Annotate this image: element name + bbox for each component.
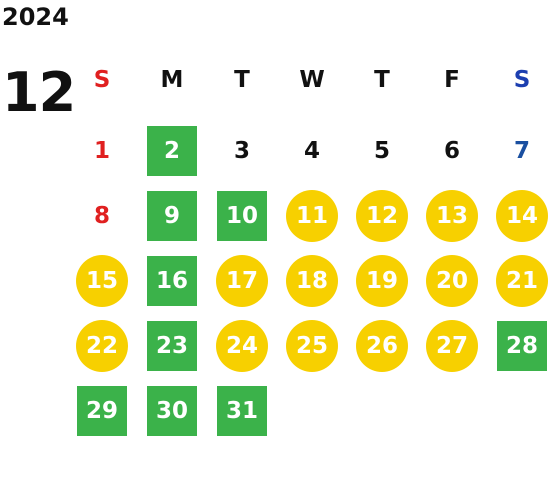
calendar-day[interactable]: 8 [93,203,110,229]
calendar-day[interactable]: 13 [426,190,478,242]
calendar-day[interactable]: 17 [216,255,268,307]
weekday-header: W [299,67,325,93]
calendar-day[interactable]: 11 [286,190,338,242]
calendar-day[interactable]: 15 [76,255,128,307]
calendar-day[interactable]: 20 [426,255,478,307]
calendar-day[interactable]: 31 [217,386,267,436]
calendar-day[interactable]: 3 [233,138,250,164]
calendar-day[interactable]: 6 [443,138,460,164]
weekday-header: F [444,67,460,93]
calendar-day[interactable]: 27 [426,320,478,372]
calendar-day[interactable]: 19 [356,255,408,307]
year-label: 2024 [2,3,69,31]
calendar-day[interactable]: 7 [513,138,530,164]
calendar-day[interactable]: 25 [286,320,338,372]
calendar-day[interactable]: 10 [217,191,267,241]
calendar-day[interactable]: 9 [147,191,197,241]
calendar-day[interactable]: 21 [496,255,548,307]
calendar-day[interactable]: 4 [303,138,320,164]
calendar-day[interactable]: 14 [496,190,548,242]
weekday-header: T [374,67,390,93]
calendar-day[interactable]: 24 [216,320,268,372]
calendar-day[interactable]: 5 [373,138,390,164]
weekday-header: T [234,67,250,93]
calendar-day[interactable]: 18 [286,255,338,307]
weekday-header: S [513,67,531,93]
calendar-day[interactable]: 26 [356,320,408,372]
calendar-day[interactable]: 2 [147,126,197,176]
weekday-header: S [93,67,111,93]
calendar-day[interactable]: 30 [147,386,197,436]
calendar-day[interactable]: 16 [147,256,197,306]
calendar-day[interactable]: 28 [497,321,547,371]
calendar-day[interactable]: 1 [93,138,110,164]
calendar-day[interactable]: 12 [356,190,408,242]
calendar-day[interactable]: 29 [77,386,127,436]
calendar-day[interactable]: 22 [76,320,128,372]
calendar-day[interactable]: 23 [147,321,197,371]
weekday-header: M [160,67,184,93]
month-label: 12 [2,61,76,124]
